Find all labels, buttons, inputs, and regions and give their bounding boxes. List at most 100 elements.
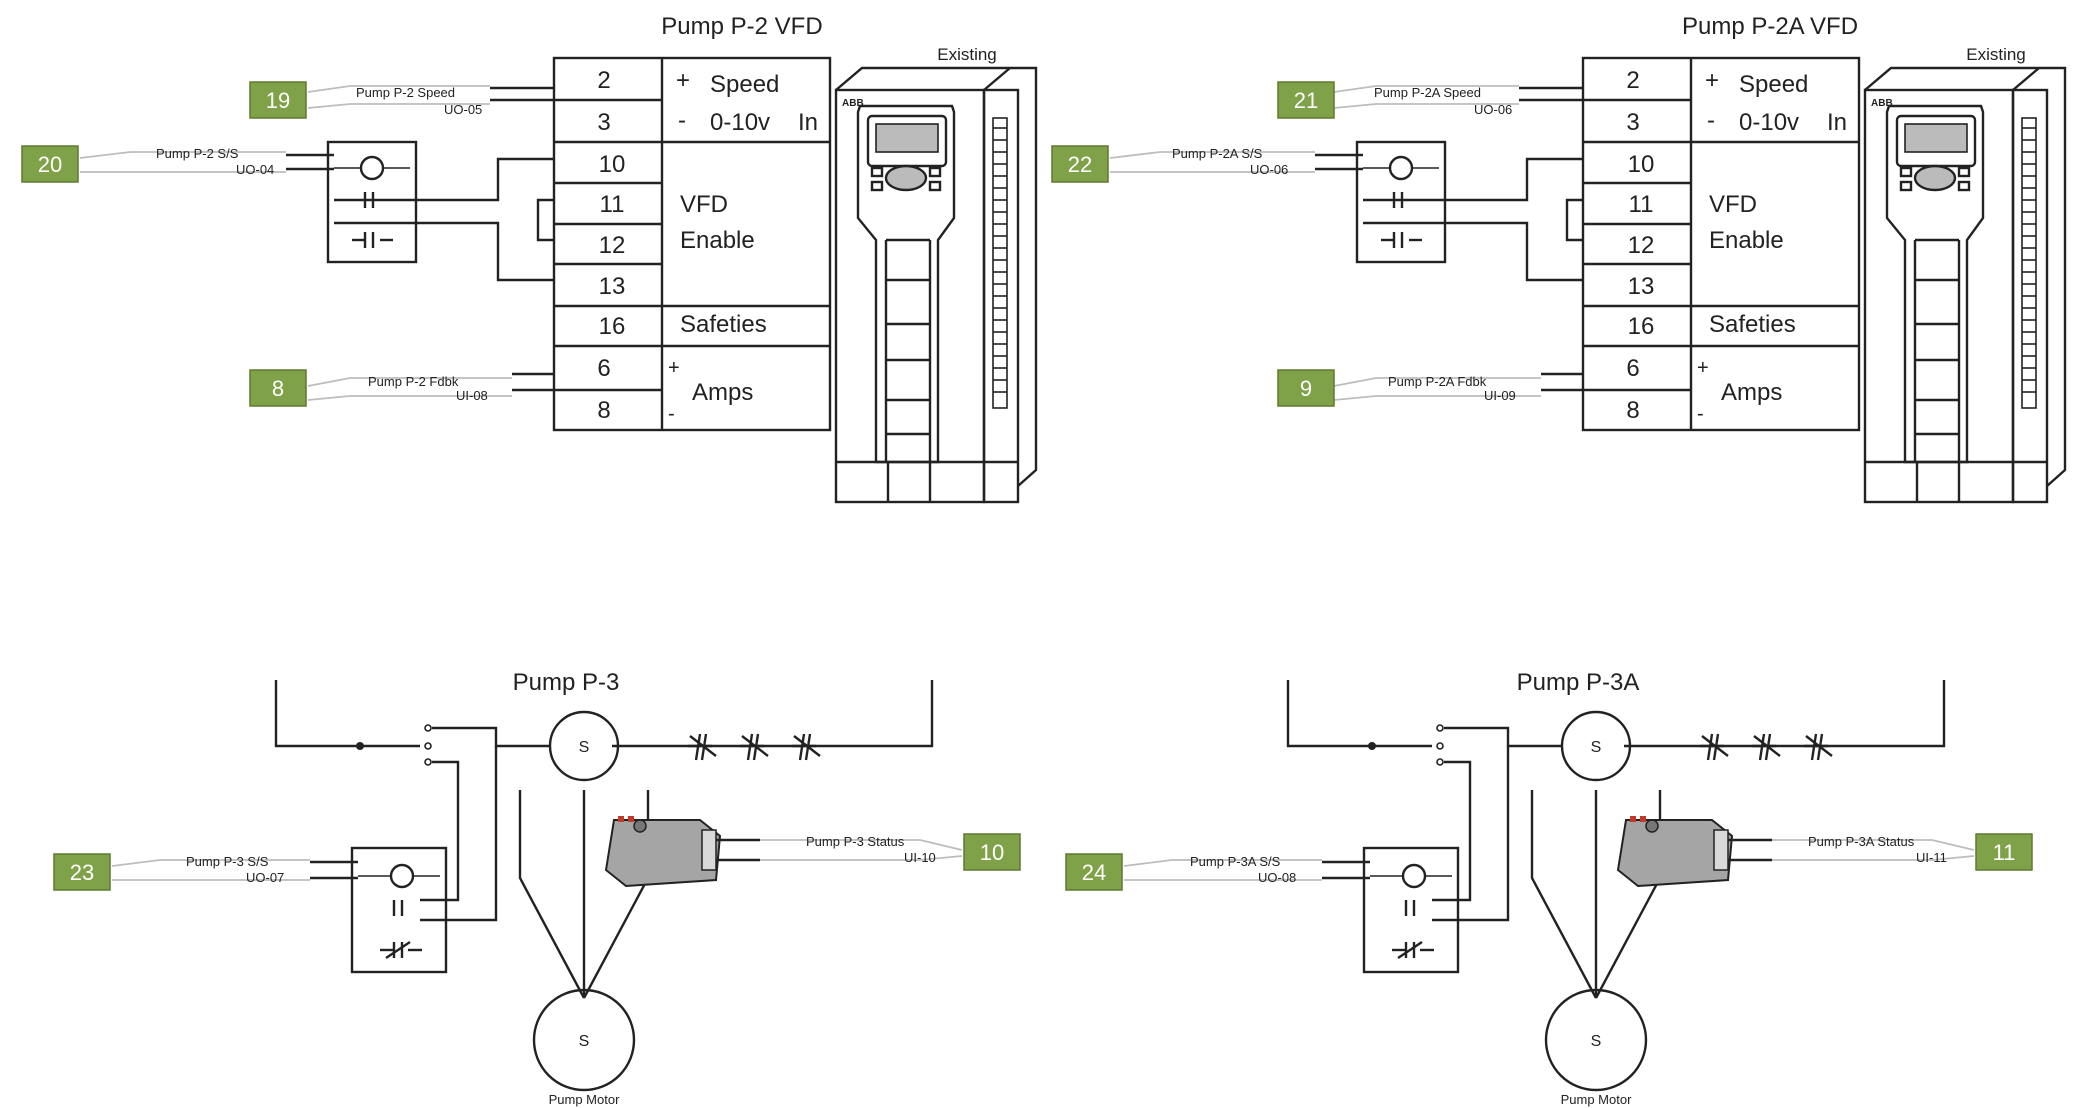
terminal-12: 12 (599, 232, 626, 259)
vfd-title: Pump P-2 VFD (661, 13, 822, 40)
terminal-block: 2 3 10 11 12 13 16 6 8 + Speed - 0-10v I… (1581, 56, 1861, 432)
signal-leads: Pump P-3 S/S UO-07 Pump P-3 Status UI-10 (111, 834, 963, 885)
speed-minus: - (1707, 107, 1715, 134)
terminal-10: 10 (599, 151, 626, 178)
svg-text:21: 21 (1294, 88, 1318, 113)
terminal-6: 6 (1626, 355, 1639, 382)
terminal-16: 16 (599, 313, 626, 340)
amps-plus: + (1697, 357, 1709, 379)
signal-leads: Pump P-2A Speed UO-06 Pump P-2A S/S UO-0… (1109, 85, 1583, 403)
svg-text:23: 23 (70, 860, 94, 885)
svg-text:22: 22 (1068, 152, 1092, 177)
speed-label: Speed (1739, 71, 1808, 98)
svg-text:10: 10 (980, 840, 1004, 865)
pump-motor: S Pump Motor (532, 988, 636, 1107)
enable-label: Enable (1709, 227, 1784, 254)
ss-relay (1355, 140, 1447, 264)
ss-point-name: Pump P-2 S/S (156, 146, 239, 161)
terminal-3: 3 (1626, 109, 1639, 136)
point-tag-22[interactable]: 22 (1051, 145, 1109, 183)
speed-label: Speed (710, 71, 779, 98)
terminal-2: 2 (1626, 67, 1639, 94)
terminal-13: 13 (599, 273, 626, 300)
terminal-8: 8 (597, 397, 610, 424)
existing-label: Existing (1966, 45, 2026, 64)
speed-io: UO-05 (444, 102, 482, 117)
brand-logo: ABB (842, 98, 864, 109)
status-point-name: Pump P-3A Status (1808, 834, 1915, 849)
ss-io: UO-08 (1258, 870, 1296, 885)
status-io: UI-10 (904, 850, 936, 865)
vfd-drive: ABB (834, 66, 1038, 504)
range-label: 0-10v (710, 109, 770, 136)
status-io: UI-11 (1916, 850, 1947, 865)
amps-minus: - (668, 403, 675, 425)
keypad-icon (1899, 164, 1971, 192)
ss-point-name: Pump P-3A S/S (1190, 854, 1281, 869)
terminal-11: 11 (600, 191, 625, 218)
terminal-6: 6 (597, 355, 610, 382)
speed-point-name: Pump P-2 Speed (356, 85, 455, 100)
motor-caption: Pump Motor (549, 1092, 620, 1107)
amps-io: UI-09 (1484, 388, 1516, 403)
terminal-8: 8 (1626, 397, 1639, 424)
point-tag-11[interactable]: 11 (1975, 833, 2033, 871)
existing-label: Existing (937, 45, 997, 64)
ss-point-name: Pump P-2A S/S (1172, 146, 1263, 161)
vfd-section-p2a: Pump P-2A VFD Existing 2 3 10 11 12 13 1… (1051, 13, 2067, 504)
ss-io: UO-06 (1250, 162, 1288, 177)
starter-circle: S (1560, 710, 1632, 782)
point-tag-21[interactable]: 21 (1277, 81, 1335, 119)
amps-label: Amps (1721, 379, 1782, 406)
ss-relay (326, 140, 418, 264)
starter-label: S (1591, 739, 1602, 756)
point-tag-10[interactable]: 10 (963, 833, 1021, 871)
svg-text:11: 11 (1993, 840, 2016, 865)
terminal-2: 2 (597, 67, 610, 94)
ss-relay (1362, 846, 1460, 974)
signal-leads: Pump P-3A S/S UO-08 Pump P-3A Status UI-… (1123, 834, 1975, 885)
ss-io: UO-04 (236, 162, 274, 177)
svg-text:24: 24 (1082, 860, 1106, 885)
amps-plus: + (668, 357, 680, 379)
starter-label: S (579, 739, 590, 756)
terminal-13: 13 (1628, 273, 1655, 300)
point-tag-8[interactable]: 8 (249, 369, 307, 407)
vfd-label: VFD (680, 191, 728, 218)
point-tag-24[interactable]: 24 (1065, 853, 1123, 891)
point-tag-23[interactable]: 23 (53, 853, 111, 891)
brand-logo: ABB (1871, 98, 1893, 109)
point-tag-9[interactable]: 9 (1277, 369, 1335, 407)
in-label: In (798, 109, 818, 136)
pump-motor: S Pump Motor (1544, 988, 1648, 1107)
svg-text:8: 8 (272, 376, 284, 401)
motor-label: S (579, 1033, 590, 1050)
point-tag-19[interactable]: 19 (249, 81, 307, 119)
speed-plus: + (1705, 67, 1719, 94)
point-tag-20[interactable]: 20 (21, 145, 79, 183)
amps-minus: - (1697, 403, 1704, 425)
current-sensor (1616, 816, 1734, 888)
terminal-12: 12 (1628, 232, 1655, 259)
enable-label: Enable (680, 227, 755, 254)
vent-slots (2022, 127, 2036, 393)
amps-point-name: Pump P-2 Fdbk (368, 374, 459, 389)
ss-relay (350, 846, 448, 974)
vfd-drive: ABB (1863, 66, 2067, 504)
vfd-label: VFD (1709, 191, 1757, 218)
vfd-section-p2: Pump P-2 VFD Existing 2 3 10 11 12 13 16… (21, 13, 1038, 504)
svg-text:19: 19 (266, 88, 290, 113)
pump-title: Pump P-3 (513, 669, 620, 696)
power-circuit (1286, 680, 1946, 922)
signal-leads: Pump P-2 Speed UO-05 Pump P-2 S/S UO-04 … (79, 85, 554, 403)
terminal-11: 11 (1629, 191, 1654, 218)
ss-io: UO-07 (246, 870, 284, 885)
pump-section-p3a: Pump P-3A (1065, 669, 2033, 1107)
vfd-title: Pump P-2A VFD (1682, 13, 1858, 40)
ss-point-name: Pump P-3 S/S (186, 854, 269, 869)
terminal-block: 2 3 10 11 12 13 16 6 8 + Speed - 0-10v I… (552, 56, 832, 432)
safeties-label: Safeties (680, 311, 767, 338)
in-label: In (1827, 109, 1847, 136)
terminal-3: 3 (597, 109, 610, 136)
starter-circle: S (548, 710, 620, 782)
